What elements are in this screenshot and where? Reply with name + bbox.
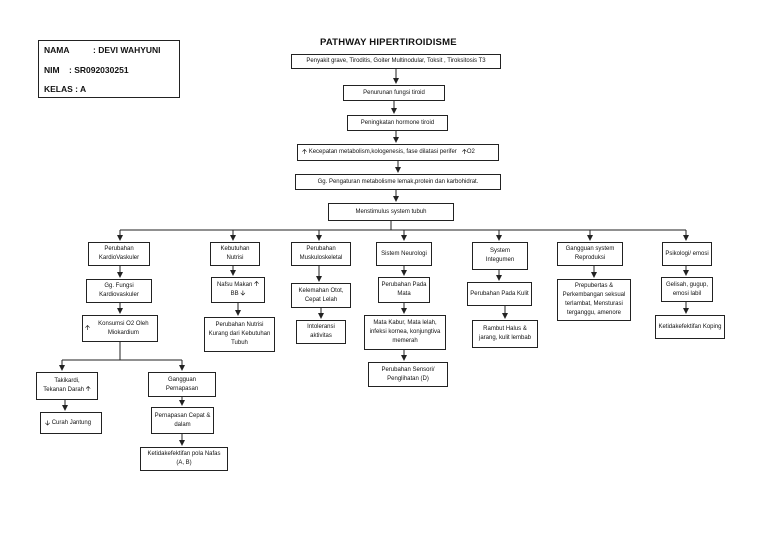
nim-label: NIM — [44, 65, 60, 75]
psiko-koping-box: Ketidakefektifan Koping — [655, 315, 725, 339]
step-gg-pengaturan-box: Gg. Pengaturan metabolisme lemak,protein… — [295, 174, 501, 190]
up-arrow-icon: 🡩 — [85, 386, 91, 393]
kardio-napas-cepat-box: Pernapasan Cepat & dalam — [151, 407, 214, 434]
step-kecepatan-box: 🡩 Kecepatan metabolism,kologenesis, fase… — [297, 144, 499, 161]
branch-nutrisi-box: Kebutuhan Nutrisi — [210, 242, 260, 266]
up-arrow-icon: 🡩 — [85, 325, 91, 332]
down-arrow-icon: 🡫 — [45, 419, 51, 427]
kardio-pola-napas-box: Ketidakefektifan pola Nafas (A, B) — [140, 447, 228, 471]
up-arrow-icon: 🡩 — [302, 149, 308, 156]
kardio-konsumsi-box: 🡩 Konsumsi O2 Oleh Miokardium — [82, 315, 158, 342]
nutrisi-nafsu-box: Nafsu Makan 🡩 BB 🡫 — [211, 277, 265, 303]
branch-musk-box: Perubahan Muskuloskeletal — [291, 242, 351, 266]
kardio-gg-fungsi-box: Gg. Fungsi Kardiovaskuler — [86, 279, 152, 303]
kardio-curah-text: Curah Jantung — [51, 419, 92, 426]
kardio-konsumsi-text: Konsumsi O2 Oleh Miokardium — [98, 320, 149, 336]
page-title: PATHWAY HIPERTIROIDISME — [320, 37, 457, 48]
psiko-gelisah-box: Gelisah, gugup, emosi labil — [661, 277, 713, 302]
kardio-curah-box: 🡫 Curah Jantung — [40, 412, 102, 434]
integ-kulit-box: Perubahan Pada Kulit — [467, 282, 532, 306]
step-kecepatan-suffix: O2 — [466, 149, 475, 155]
kelas-label: KELAS : A — [44, 84, 87, 94]
name-value: : DEVI WAHYUNI — [93, 45, 161, 55]
step-menstimulus-box: Menstimulus system tubuh — [328, 203, 454, 221]
branch-neuro-box: Sistem Neurologi — [376, 242, 432, 266]
nutrisi-perubahan-box: Perubahan Nutrisi Kurang dari Kebutuhan … — [204, 317, 275, 352]
neuro-mata-kabur-box: Mata Kabur, Mata lelah, infeksi kornea, … — [364, 315, 446, 350]
neuro-sensori-box: Perubahan Sensori/ Penglihatan (D) — [368, 362, 448, 387]
up-arrow-icon: 🡩 — [254, 281, 260, 288]
step-peningkatan-box: Peningkatan hormone tiroid — [347, 115, 448, 131]
neuro-mata-box: Perubahan Pada Mata — [378, 277, 430, 303]
causes-box: Penyakit grave, Tiroditis, Goiter Multin… — [291, 54, 501, 69]
branch-kardio-box: Perubahan KardioVaskuler — [88, 242, 150, 266]
branch-repro-box: Gangguan system Reproduksi — [557, 242, 623, 266]
name-label: NAMA — [44, 45, 70, 55]
up-arrow-icon: 🡩 — [461, 149, 467, 156]
takikardi-line1: Takikardi, — [54, 378, 80, 384]
takikardi-line2: Tekanan Darah — [43, 387, 84, 393]
kardio-takikardi-box: Takikardi, Tekanan Darah 🡩 — [36, 372, 98, 400]
musk-kelemahan-box: Kelemahan Otot, Cepat Lelah — [291, 283, 351, 308]
kardio-napas-box: Gangguan Pernapasan — [148, 372, 216, 397]
step-penurunan-box: Penurunan fungsi tiroid — [343, 85, 445, 101]
student-info-box: NAMA : DEVI WAHYUNI NIM : SR092030251 KE… — [38, 40, 180, 98]
nutrisi-nafsu-line2: BB — [230, 291, 239, 297]
musk-intoleransi-box: Intoleransi aktivitas — [296, 320, 346, 344]
nim-value: : SR092030251 — [69, 65, 129, 75]
branch-psiko-box: Psikologi/ emosi — [662, 242, 712, 266]
repro-prepubertas-box: Prepubertas & Perkembangan seksual terla… — [557, 279, 631, 321]
down-arrow-icon: 🡫 — [240, 290, 246, 297]
branch-integ-box: System Integumen — [472, 242, 528, 270]
integ-rambut-box: Rambut Halus & jarang, kulit lembab — [472, 320, 538, 348]
nutrisi-nafsu-line1: Nafsu Makan — [216, 282, 253, 288]
step-kecepatan-text: Kecepatan metabolism,kologenesis, fase d… — [308, 149, 457, 155]
